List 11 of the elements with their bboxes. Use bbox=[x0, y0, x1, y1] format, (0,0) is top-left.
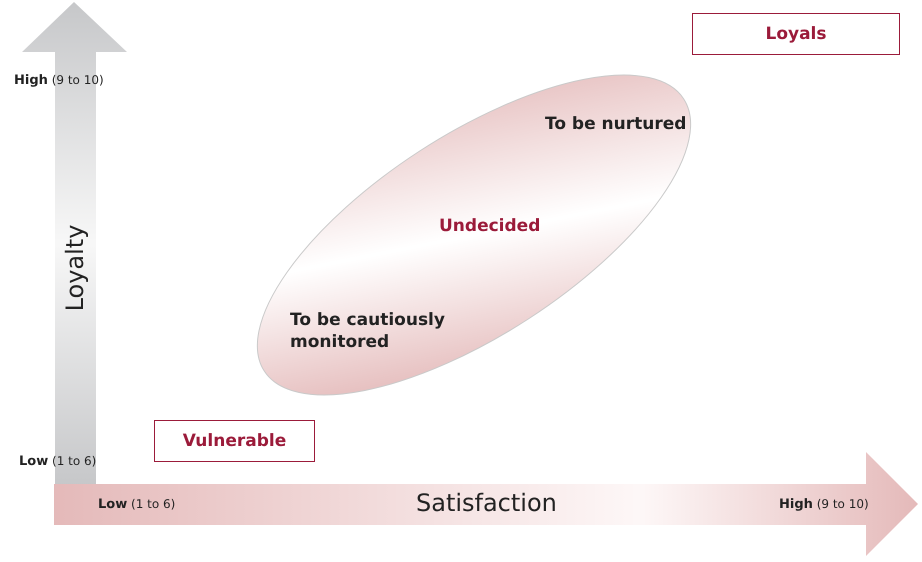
axis-tick-label: High (9 to 10) bbox=[779, 497, 869, 512]
region-label: Undecided bbox=[439, 215, 542, 238]
segment-label-box: Vulnerable bbox=[154, 420, 315, 462]
region-label: To be nurtured bbox=[545, 113, 688, 136]
axis-title: Loyalty bbox=[61, 224, 89, 312]
axis-title: Satisfaction bbox=[416, 489, 557, 517]
axis-tick-label: High (9 to 10) bbox=[14, 73, 104, 88]
axis-tick-label: Low (1 to 6) bbox=[98, 497, 176, 512]
region-label: To be cautiously monitored bbox=[290, 309, 446, 354]
segment-label-box: Loyals bbox=[692, 13, 900, 55]
axis-tick-label: Low (1 to 6) bbox=[19, 454, 96, 469]
